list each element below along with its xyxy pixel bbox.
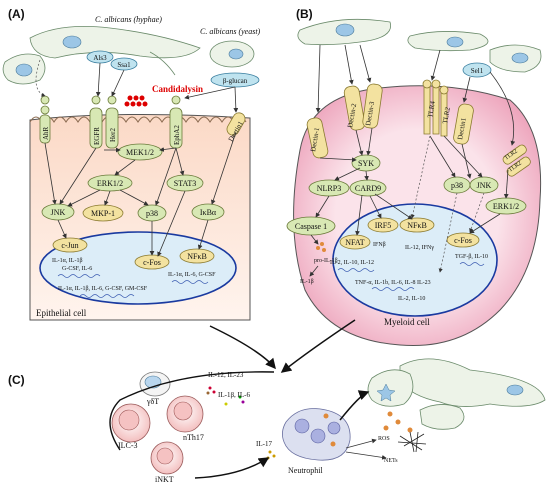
ifnb-label: IFNβ	[373, 242, 386, 248]
her2-label: Her2	[109, 128, 117, 142]
irf5-label: IRF5	[375, 221, 391, 230]
nets-label: NETs	[384, 458, 398, 464]
dectin3-receptor	[362, 83, 383, 129]
epha2-label: EphA2	[173, 125, 181, 145]
epithelial-membrane	[29, 116, 247, 123]
ahr-label: AhR	[42, 126, 50, 140]
dna-a1	[57, 274, 101, 278]
jnk-label-a: JNK	[51, 208, 66, 217]
jnk-label-b: JNK	[477, 181, 492, 190]
inkt-cell	[150, 441, 184, 475]
ilc3-cell	[111, 403, 151, 443]
il1b-label: IL-1β	[300, 279, 314, 285]
sel1-label: Sel1	[471, 67, 484, 75]
cyt-a-line1: IL-1α, IL-1β	[52, 258, 83, 264]
card9-label: CARD9	[355, 184, 381, 193]
yeast-label: C. albicans (yeast)	[200, 27, 261, 36]
dna-b3	[371, 287, 415, 291]
epithelial-cell-label: Epithelial cell	[36, 308, 87, 318]
dna-b2	[459, 262, 485, 266]
nfkb-label-a: NFκB	[187, 252, 207, 261]
candidalysin-peptides	[124, 95, 148, 107]
pro-il1b-label: pro-IL-1β	[314, 258, 338, 264]
panel-b-label: (B)	[296, 7, 313, 21]
epha2-receptor	[169, 95, 183, 149]
her2-receptor	[105, 95, 119, 149]
panel-c-label: (C)	[8, 373, 25, 387]
tnf-label: TNF-α, IL-1b, IL-6, IL-8 IL-23	[355, 280, 431, 286]
nth17-label: nTh17	[183, 433, 204, 442]
caspase1-label: Caspase 1	[295, 222, 327, 231]
neutrophil-label: Neutrophil	[288, 466, 323, 475]
dectin1-receptor-b	[306, 117, 329, 159]
nets-mesh	[397, 431, 427, 453]
tlr2-receptor-b	[439, 85, 449, 137]
cyt-a-line4: IL-1α, IL-1β, IL-6, G-CSF, GM-CSF	[58, 286, 148, 292]
il12-23-label: IL-12, IL-23	[208, 371, 244, 379]
panel-a-label: (A)	[8, 7, 25, 21]
mkp1-label: MKP-1	[91, 209, 115, 218]
tgf-label: TGF-β, IL-10	[455, 254, 488, 260]
myeloid-cell-label: Myeloid cell	[384, 317, 430, 327]
cyt-a-line2: G-CSF, IL-6	[62, 266, 92, 272]
il17-label: IL-17	[256, 440, 272, 448]
mek-label: MEK1/2	[126, 148, 154, 157]
inkt-label: iNKT	[155, 475, 174, 484]
ssa1-label: Ssa1	[117, 61, 131, 69]
hyphae-cell	[29, 25, 201, 76]
cytokine-dots	[206, 386, 245, 406]
ikba-label: IκBα	[200, 208, 217, 217]
il1b-6-label: IL-1β, IL-6	[218, 391, 250, 399]
panel-c-bracket	[109, 371, 275, 451]
erk-label-a: ERK1/2	[97, 179, 123, 188]
hyphae-label: C. albicans (hyphae)	[95, 15, 162, 24]
dectin1-receptor-b2	[453, 103, 474, 145]
tlr4-label: TLR4	[426, 100, 437, 118]
nfat-label: NFAT	[345, 238, 365, 247]
gdt-label: γδT	[146, 397, 159, 406]
nth17-cell	[166, 395, 204, 433]
dectin1-receptor-a	[226, 112, 246, 136]
neutrophil-cell	[282, 408, 351, 461]
ilc3-label: ILC-3	[118, 441, 138, 450]
dna-b1	[337, 268, 375, 272]
cyt-a-line3: IL-1α, IL-6, G-CSF	[168, 272, 216, 278]
pro-il1b-marker	[316, 242, 326, 252]
yeast-cell	[209, 40, 255, 68]
p38-label-b: p38	[451, 181, 463, 190]
hyphae-cell-2	[2, 53, 46, 85]
gdt-cell	[139, 371, 171, 397]
beta-glucan-label: β-glucan	[223, 77, 248, 85]
nlrp3-label: NLRP3	[317, 184, 341, 193]
il2-10-label: IL-2, IL-10	[398, 296, 425, 302]
candidalysin-label: Candidalysin	[152, 84, 203, 94]
cjun-label-a: c-Jun	[61, 241, 78, 250]
nfkb-label-b: NFκB	[407, 221, 427, 230]
cfos-label-b: c-Fos	[454, 236, 472, 245]
tlr4-receptor	[422, 79, 441, 135]
dectin1-label-b2: Dectin1	[456, 117, 468, 141]
cfos-label-a: c-Fos	[143, 258, 161, 267]
ros-label: ROS	[378, 436, 390, 442]
ros-particles	[383, 411, 413, 433]
als3-label: Als3	[93, 54, 107, 62]
stat3-label: STAT3	[174, 179, 196, 188]
fungi-b	[297, 18, 542, 73]
p38-label-a: p38	[146, 209, 158, 218]
syk-label: SYK	[358, 159, 374, 168]
dna-a2	[171, 280, 209, 284]
dna-a3	[79, 294, 135, 298]
tlr2-receptors-c	[502, 144, 531, 177]
fungi-c	[367, 358, 546, 430]
dectin2-receptor	[343, 85, 366, 131]
il2-10-12-label: IL-2, IL-10, IL-12	[330, 260, 374, 266]
erk-label-b: ERK1/2	[493, 202, 519, 211]
egfr-label: EGFR	[93, 127, 101, 145]
tlr2-label-b1: TLR2	[441, 106, 452, 124]
il12-ifng-label: IL-12, IFNγ	[405, 245, 434, 251]
